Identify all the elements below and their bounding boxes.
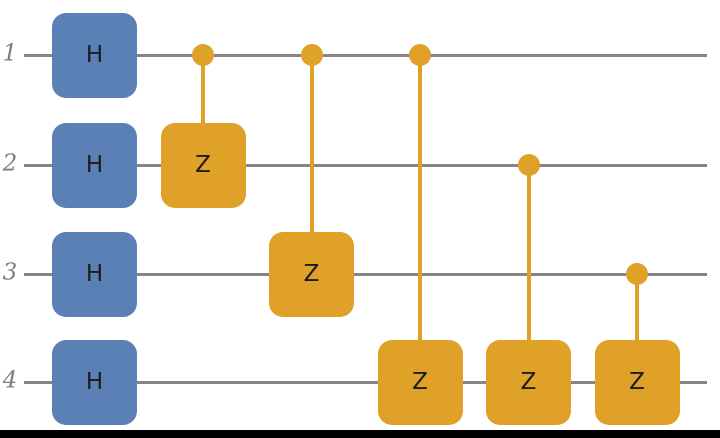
hadamard-gate-wire-4: H [52,339,137,425]
control-dot-wire-1 [409,44,431,66]
cz-connector-2-4 [526,165,531,340]
qubit-wire-3 [24,272,707,276]
wire-label-4: 4 [2,367,18,394]
qubit-wire-4 [24,380,707,384]
cz-connector-3-4 [635,274,639,340]
cz-connector-1-4 [418,55,422,340]
cz-connector-1-2 [201,55,205,123]
z-gate-wire-3: Z [269,231,354,317]
hadamard-gate-wire-3: H [52,231,137,317]
cz-connector-1-3 [309,55,314,232]
wire-label-1: 1 [2,40,18,67]
hadamard-gate-wire-1: H [52,12,137,98]
bottom-black-bar [0,430,720,438]
z-gate-wire-4: Z [486,339,571,425]
qubit-wire-2 [24,163,707,167]
control-dot-wire-1 [192,44,214,66]
z-gate-wire-2: Z [160,122,246,208]
hadamard-gate-wire-2: H [52,122,137,208]
z-gate-wire-4: Z [377,339,463,425]
control-dot-wire-2 [517,154,540,176]
qubit-wire-1 [24,53,707,57]
z-gate-wire-4: Z [594,339,680,425]
wire-label-2: 2 [2,150,18,177]
wire-label-3: 3 [2,259,18,286]
control-dot-wire-1 [300,44,323,66]
control-dot-wire-3 [626,263,648,285]
